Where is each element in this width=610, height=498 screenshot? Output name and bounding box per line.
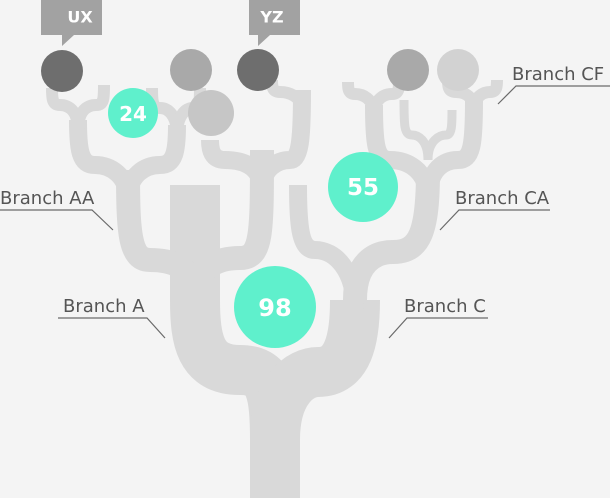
twig bbox=[423, 109, 457, 161]
value-node-98: 98 bbox=[234, 266, 316, 348]
leader-branch-aa bbox=[0, 209, 114, 231]
value-node-24-circle bbox=[108, 88, 158, 138]
label-branch-a: Branch A bbox=[63, 296, 145, 317]
branch-a-fork-right bbox=[183, 149, 274, 301]
value-node-55: 55 bbox=[328, 152, 398, 222]
leaf-node bbox=[170, 49, 212, 91]
leader-branch-cf bbox=[497, 85, 610, 105]
twig bbox=[72, 84, 110, 131]
tag-ux: UX bbox=[41, 0, 102, 46]
branch-cf-fork-right bbox=[419, 99, 483, 201]
twig bbox=[368, 81, 405, 116]
leaf-node bbox=[437, 49, 479, 91]
tag-yz-label: YZ bbox=[259, 8, 283, 27]
leaf-node-yz bbox=[237, 49, 279, 91]
tag-yz-shape bbox=[249, 0, 300, 46]
tag-ux-shape bbox=[41, 0, 102, 46]
branch-labels: Branch AA Branch A Branch C Branch CA Br… bbox=[0, 64, 604, 317]
branch-mid-fork-right bbox=[253, 89, 311, 191]
branch-trunk-right bbox=[250, 299, 380, 442]
tree-branches bbox=[46, 79, 503, 498]
leader-branch-ca bbox=[439, 209, 550, 231]
leaf-node-ux bbox=[41, 50, 83, 92]
branch-a-fork bbox=[116, 169, 207, 301]
value-node-98-circle bbox=[234, 266, 316, 348]
twig bbox=[468, 79, 503, 111]
leaf-node bbox=[188, 90, 234, 136]
label-branch-aa: Branch AA bbox=[0, 188, 95, 209]
tag-yz: YZ bbox=[249, 0, 300, 46]
branch-c-fork bbox=[343, 169, 440, 301]
value-98-text: 98 bbox=[258, 294, 291, 322]
leaf-node bbox=[387, 49, 429, 91]
leader-branch-a bbox=[58, 317, 166, 339]
leader-branch-c bbox=[388, 317, 488, 339]
label-branch-cf: Branch CF bbox=[512, 64, 604, 85]
value-55-text: 55 bbox=[347, 175, 379, 201]
twig bbox=[266, 79, 308, 111]
leaf-nodes bbox=[41, 49, 479, 136]
value-24-text: 24 bbox=[119, 102, 147, 126]
tag-ux-label: UX bbox=[67, 8, 93, 27]
value-node-55-circle bbox=[328, 152, 398, 222]
label-branch-ca: Branch CA bbox=[455, 188, 550, 209]
value-node-24: 24 bbox=[108, 88, 158, 138]
leader-lines bbox=[0, 85, 610, 339]
label-branch-c: Branch C bbox=[404, 296, 486, 317]
branch-aa-fork-right bbox=[119, 124, 186, 201]
